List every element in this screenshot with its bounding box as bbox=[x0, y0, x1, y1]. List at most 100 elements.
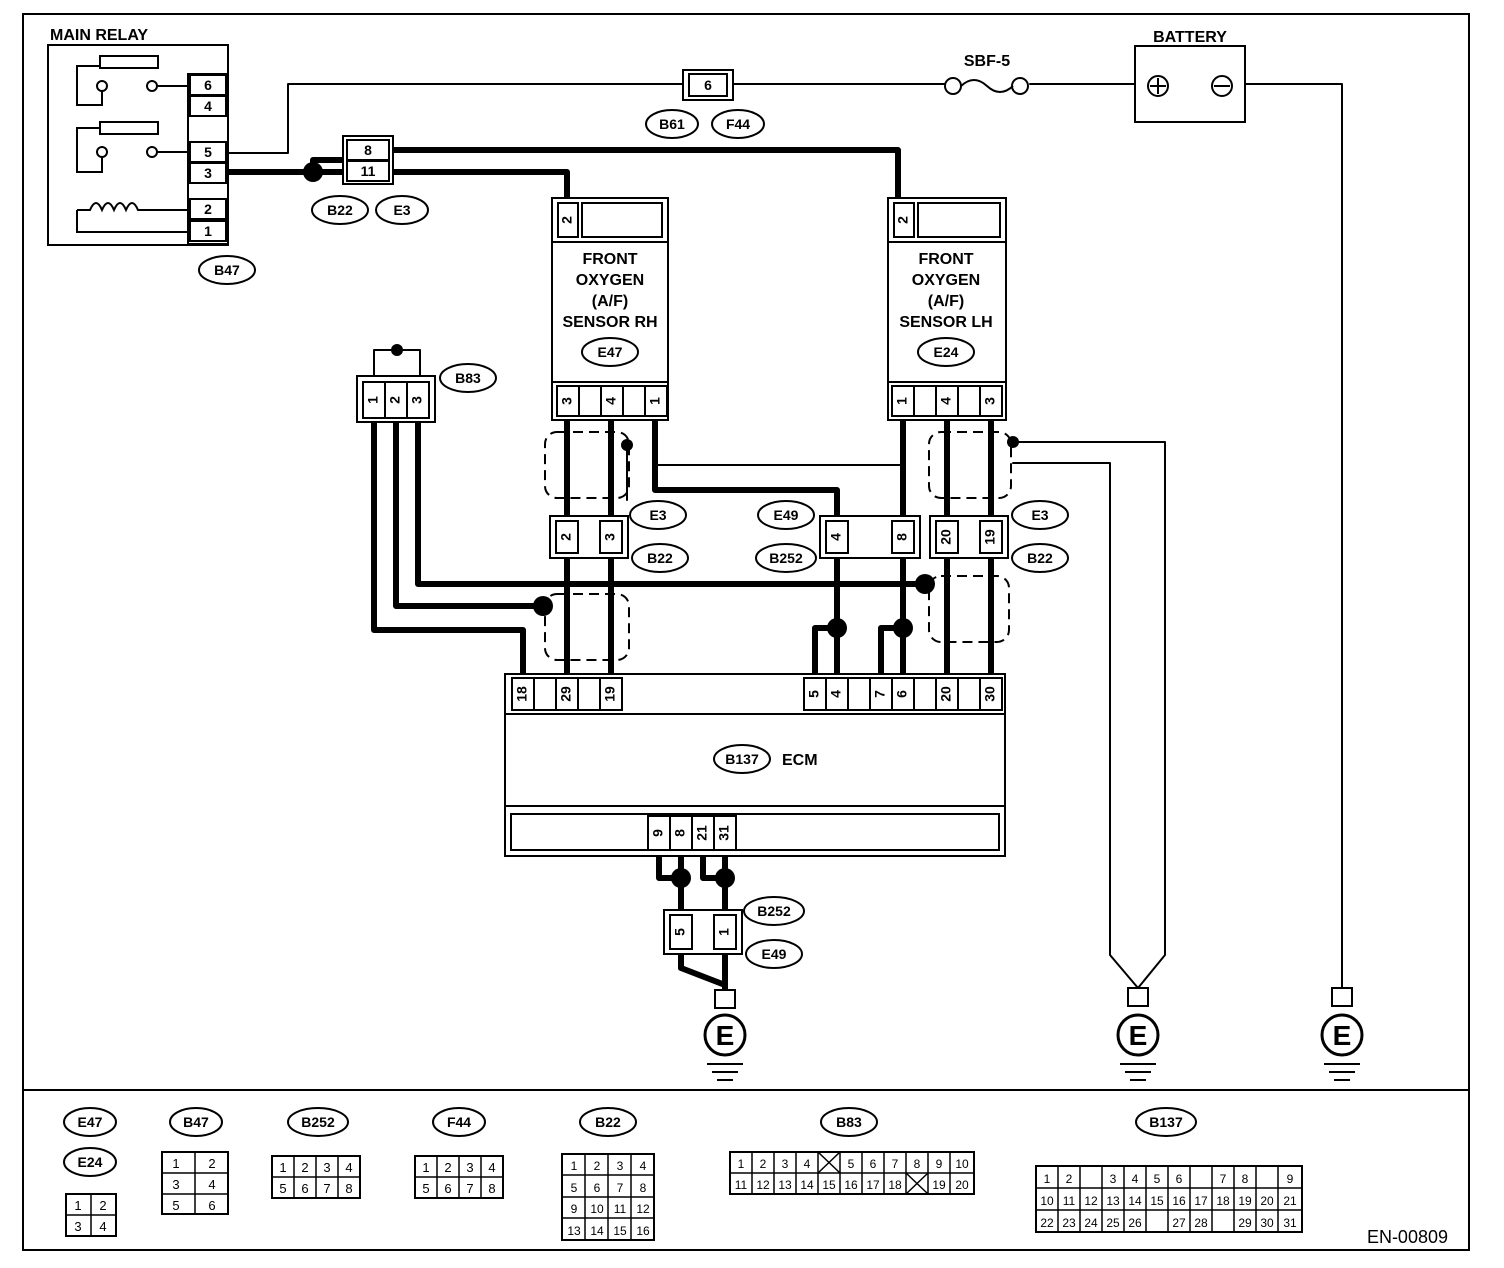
rh-sensor-label: FRONT bbox=[582, 251, 637, 268]
legend-pin: 14 bbox=[1128, 1194, 1142, 1208]
lh-bottom-pin: 1 bbox=[894, 397, 910, 405]
rh-sensor-label: SENSOR RH bbox=[562, 314, 657, 331]
legend-pin: 14 bbox=[590, 1224, 604, 1238]
legend-pin: 11 bbox=[614, 1202, 627, 1216]
legend-pin: 16 bbox=[1172, 1194, 1186, 1208]
legend-pin: 5 bbox=[279, 1181, 286, 1196]
battery-label: BATTERY bbox=[1153, 29, 1227, 46]
legend-pin: 12 bbox=[1084, 1194, 1098, 1208]
connector-tag-e3: E3 bbox=[1031, 507, 1048, 523]
rh-bottom-pin: 1 bbox=[647, 397, 663, 405]
legend-pin: 2 bbox=[760, 1157, 767, 1171]
connector-tag-e47: E47 bbox=[598, 344, 623, 360]
ecm-top-pin: 6 bbox=[894, 690, 910, 698]
legend-pin: 5 bbox=[571, 1181, 578, 1195]
connector-tag-b22: B22 bbox=[1027, 550, 1053, 566]
ecm-top-pin: 30 bbox=[982, 686, 998, 702]
fuse-connector: 6 B61 F44 bbox=[645, 69, 765, 139]
battery: BATTERY bbox=[1134, 29, 1246, 123]
splice-dots bbox=[303, 162, 1019, 888]
main-relay: MAIN RELAY 6 4 5 3 2 1 B47 bbox=[47, 27, 256, 285]
legend-pin: 10 bbox=[955, 1157, 969, 1171]
legend-tag-f44: F44 bbox=[447, 1114, 471, 1130]
legend-pin: 15 bbox=[613, 1224, 627, 1238]
legend-pin: 8 bbox=[914, 1157, 921, 1171]
ecm-bottom-pin: 9 bbox=[650, 829, 666, 837]
legend-pin: 8 bbox=[640, 1181, 647, 1195]
rh-sensor-label: (A/F) bbox=[592, 293, 628, 310]
legend-pin: 1 bbox=[422, 1160, 429, 1175]
b83-pin: 1 bbox=[365, 396, 381, 404]
connector-tag-b47: B47 bbox=[214, 262, 240, 278]
relay-pin: 3 bbox=[204, 165, 212, 181]
legend-pin: 29 bbox=[1238, 1216, 1252, 1230]
legend-tag-b137: B137 bbox=[1149, 1114, 1183, 1130]
legend-pin: 4 bbox=[804, 1157, 811, 1171]
ecm-bottom-pin: 31 bbox=[716, 825, 732, 841]
legend-pin: 1 bbox=[172, 1156, 179, 1171]
legend-pin: 17 bbox=[1194, 1194, 1208, 1208]
legend-pin: 3 bbox=[172, 1177, 179, 1192]
front-oxygen-sensor-rh: 2 FRONT OXYGEN (A/F) SENSOR RH E47 3 4 1 bbox=[551, 197, 669, 421]
legend-pin: 27 bbox=[1172, 1216, 1186, 1230]
ground-label: E bbox=[716, 1020, 735, 1051]
legend-pin: 5 bbox=[1154, 1172, 1161, 1186]
ground-icon: E bbox=[1116, 987, 1160, 1081]
connector-tag-e24: E24 bbox=[934, 344, 959, 360]
ecm-top-pin: 4 bbox=[828, 690, 844, 698]
connector-legend: E47 E24 1 2 3 4 B47 1 2 3 4 5 6 B252 1 2… bbox=[63, 1107, 1448, 1247]
legend-pin: 3 bbox=[74, 1219, 81, 1234]
e3-b22-top-connector: 8 11 B22 E3 bbox=[311, 135, 429, 225]
diagram-code: EN-00809 bbox=[1367, 1227, 1448, 1247]
ecm-top-pin: 20 bbox=[938, 686, 954, 702]
legend-pin: 31 bbox=[1283, 1216, 1297, 1230]
rh-mid-pin: 2 bbox=[558, 533, 574, 541]
legend-pin: 2 bbox=[99, 1198, 106, 1213]
relay-pin: 2 bbox=[204, 201, 212, 217]
legend-pin: 8 bbox=[1242, 1172, 1249, 1186]
legend-pin: 12 bbox=[636, 1202, 650, 1216]
legend-pin: 17 bbox=[866, 1178, 880, 1192]
relay-pin: 4 bbox=[204, 98, 212, 114]
legend-pin: 24 bbox=[1084, 1216, 1098, 1230]
legend-pin: 4 bbox=[640, 1159, 647, 1173]
lh-mid-pin: 19 bbox=[982, 529, 998, 545]
rh-bottom-pin: 4 bbox=[603, 397, 619, 405]
main-relay-label: MAIN RELAY bbox=[50, 27, 148, 44]
legend-pin: 25 bbox=[1106, 1216, 1120, 1230]
ground-label: E bbox=[1333, 1020, 1352, 1051]
legend-pin: 11 bbox=[1063, 1194, 1076, 1208]
ground-symbols: E E E bbox=[703, 987, 1364, 1081]
legend-pin: 6 bbox=[301, 1181, 308, 1196]
center-mid-pin: 4 bbox=[828, 533, 844, 541]
connector-tag-b252: B252 bbox=[757, 903, 791, 919]
gnd-conn-pin: 5 bbox=[672, 928, 688, 936]
legend-pin: 7 bbox=[617, 1181, 624, 1195]
legend-pin: 6 bbox=[208, 1198, 215, 1213]
rh-mid-pin: 3 bbox=[602, 533, 618, 541]
rh-mid-connector: 2 3 E3 B22 bbox=[549, 500, 689, 573]
legend-pin: 1 bbox=[279, 1160, 286, 1175]
legend-pin: 9 bbox=[571, 1202, 578, 1216]
legend-pin: 4 bbox=[345, 1160, 352, 1175]
ecm: 18 29 19 5 4 7 6 20 30 B137 ECM 9 8 21 3… bbox=[504, 673, 1006, 857]
legend-pin: 9 bbox=[1287, 1172, 1294, 1186]
connector-tag-b252: B252 bbox=[769, 550, 803, 566]
connector-tag-b137: B137 bbox=[725, 751, 759, 767]
legend-pin: 6 bbox=[444, 1181, 451, 1196]
legend-pin: 18 bbox=[1216, 1194, 1230, 1208]
legend-tag-b22: B22 bbox=[595, 1114, 621, 1130]
legend-pin: 15 bbox=[822, 1178, 836, 1192]
legend-pin: 13 bbox=[567, 1224, 581, 1238]
legend-pin: 7 bbox=[466, 1181, 473, 1196]
legend-pin: 5 bbox=[848, 1157, 855, 1171]
ground-icon: E bbox=[703, 989, 747, 1081]
legend-pin: 15 bbox=[1150, 1194, 1164, 1208]
legend-pin: 28 bbox=[1194, 1216, 1208, 1230]
connector-tag-b22: B22 bbox=[327, 202, 353, 218]
rh-sensor-label: OXYGEN bbox=[576, 272, 644, 289]
relay-pin: 5 bbox=[204, 144, 212, 160]
b83-pin: 3 bbox=[409, 396, 425, 404]
connector-tag-e49: E49 bbox=[774, 507, 799, 523]
